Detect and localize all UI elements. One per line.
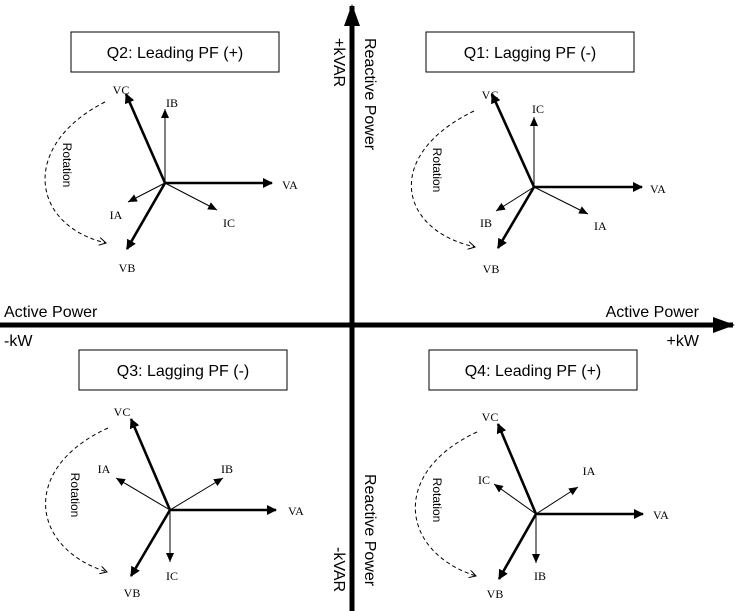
quadrant-q3: Q3: Lagging PF (-) VA VB VC IA IB IC Rotation	[45, 349, 304, 600]
bottom-axis-label: Reactive Power	[361, 474, 378, 587]
top-axis-unit: +kVAR	[330, 38, 347, 87]
q1-title: Q1: Lagging PF (-)	[464, 45, 597, 62]
q3-rotation-label: Rotation	[68, 473, 82, 518]
q4-vb-vector	[497, 513, 538, 580]
q1-va-label: VA	[650, 182, 666, 196]
q4-vb-label: VB	[487, 587, 504, 601]
bottom-axis-unit: -kVAR	[330, 547, 347, 592]
quadrant-q1: Q1: Lagging PF (-) VA VB VC IA IB IC Rotation	[410, 31, 666, 276]
q4-va-label: VA	[653, 508, 669, 522]
q3-title-box	[78, 349, 288, 391]
q1-rotation-arc	[410, 110, 475, 247]
q1-ia-label: IA	[594, 219, 607, 233]
q3-title: Q3: Lagging PF (-)	[117, 363, 250, 380]
q1-rotation-label: Rotation	[430, 148, 444, 193]
q4-ic-vector	[493, 483, 537, 515]
q4-title-box	[428, 349, 638, 391]
q3-ib-label: IB	[221, 462, 233, 476]
q1-vb-vector	[496, 186, 536, 249]
q2-vc-vector	[124, 93, 167, 184]
left-axis-label: Active Power	[4, 304, 98, 321]
q2-va-label: VA	[282, 178, 298, 192]
q2-rotation-arc	[44, 101, 106, 243]
left-axis-unit: -kW	[4, 333, 33, 350]
q3-vc-label: VC	[114, 405, 131, 419]
q2-vc-label: VC	[113, 83, 130, 97]
q1-vc-vector	[490, 93, 536, 188]
q1-ic-label: IC	[532, 102, 544, 116]
q3-va-label: VA	[288, 504, 304, 518]
q1-vc-label: VC	[482, 88, 499, 102]
quadrant-q2: Q2: Leading PF (+) VA VB VC IA IB IC Rotation	[44, 31, 298, 275]
q3-ia-vector	[115, 477, 171, 511]
q4-ic-label: IC	[478, 473, 490, 487]
q4-vc-label: VC	[482, 410, 499, 424]
q2-ib-label: IB	[166, 96, 178, 110]
quadrant-q4: Q4: Leading PF (+) VA VB VC IA IB IC Rotation	[414, 349, 669, 601]
q2-ic-vector	[164, 182, 218, 211]
q2-ia-label: IA	[110, 208, 123, 222]
q4-ia-label: IA	[583, 464, 596, 478]
q4-rotation-arc	[414, 431, 478, 576]
q3-ic-label: IC	[166, 569, 178, 583]
q2-vb-vector	[125, 182, 167, 250]
q1-ib-vector	[495, 186, 535, 212]
right-axis-label: Active Power	[606, 304, 700, 321]
q4-ia-vector	[535, 486, 579, 515]
q3-vc-vector	[129, 418, 172, 511]
q1-ia-vector	[533, 186, 589, 215]
top-axis-label: Reactive Power	[361, 38, 378, 151]
q2-rotation-label: Rotation	[60, 143, 74, 188]
q4-vc-vector	[496, 423, 538, 515]
q3-ia-label: IA	[98, 462, 111, 476]
q1-ib-label: IB	[480, 216, 492, 230]
q4-title: Q4: Leading PF (+)	[465, 363, 602, 380]
q3-rotation-arc	[45, 427, 109, 572]
q2-title: Q2: Leading PF (+)	[107, 45, 244, 62]
q3-vb-label: VB	[124, 586, 141, 600]
right-axis-unit: +kW	[667, 333, 700, 350]
q2-ia-vector	[127, 182, 166, 203]
q3-ib-vector	[169, 477, 224, 511]
q1-vb-label: VB	[483, 262, 500, 276]
q3-vb-vector	[129, 509, 172, 577]
q4-rotation-label: Rotation	[430, 478, 444, 523]
q2-title-box	[70, 31, 280, 73]
q1-title-box	[425, 31, 635, 73]
q2-vb-label: VB	[119, 261, 136, 275]
q4-ib-label: IB	[534, 569, 546, 583]
q2-ic-label: IC	[223, 216, 235, 230]
